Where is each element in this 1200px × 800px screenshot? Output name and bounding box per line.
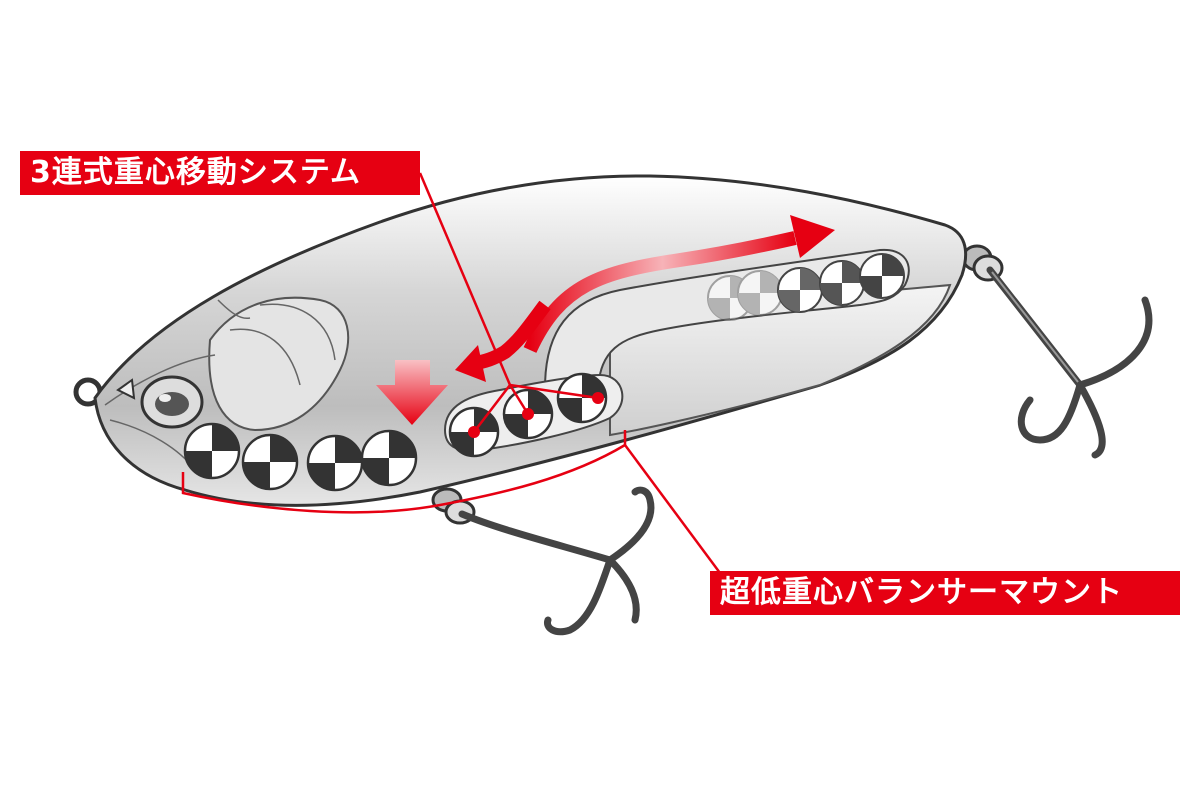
eye-icon [140, 375, 204, 429]
fixed-weight [306, 434, 364, 492]
shifting-system-label: 3連式重心移動システム [20, 151, 420, 195]
shift-forward-arrow [468, 300, 551, 371]
tail-treble-hook [986, 266, 1153, 459]
belly-treble-hook [458, 486, 655, 636]
shifted-weight [777, 267, 823, 313]
fixed-weight [360, 429, 418, 487]
tail-hook-detail [991, 271, 1079, 383]
shifted-weight [819, 260, 865, 306]
drop-arrow [376, 360, 448, 425]
shifted-weight [737, 270, 783, 316]
rear-weights [707, 270, 783, 321]
lure-head [104, 296, 350, 471]
nose-triangle [116, 378, 136, 400]
shift-back-arrow-head [790, 215, 835, 258]
lower-weights [183, 422, 418, 492]
system-callout-lines [418, 172, 604, 438]
shift-back-arrow [523, 231, 797, 353]
fixed-weight [183, 422, 241, 480]
balancer-bracket [181, 430, 722, 574]
moving-weight [556, 372, 608, 424]
fixed-weight [241, 433, 299, 491]
rear-weights-solid [777, 253, 905, 313]
moving-weights [448, 372, 608, 458]
shift-forward-arrow-head [455, 345, 486, 382]
balancer-mount-label: 超低重心バランサーマウント [710, 571, 1180, 615]
shifted-weight [859, 253, 905, 299]
